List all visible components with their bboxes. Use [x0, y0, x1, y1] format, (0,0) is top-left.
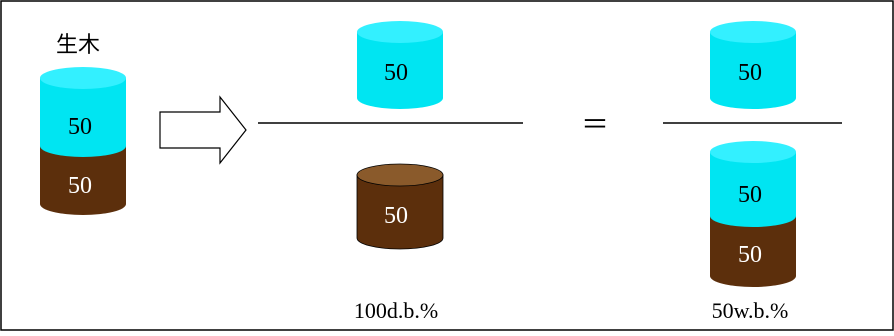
wet-numerator-top: [710, 21, 796, 43]
green-wood-cylinder: [40, 67, 126, 215]
equals-sign: ＝: [581, 110, 609, 141]
dry-numerator-top: [357, 21, 443, 43]
wet-numerator-value: 50: [738, 60, 762, 86]
right-arrow-icon: [159, 95, 247, 165]
dry-basis-numerator-cylinder: [357, 21, 443, 109]
wet-denominator-top: [710, 141, 796, 163]
dry-denominator-value: 50: [384, 203, 408, 229]
green-wood-top: [40, 67, 126, 89]
wet-denominator-water-value: 50: [738, 182, 762, 208]
dry-denominator-solid-part: [356, 174, 444, 250]
green-wood-water-value: 50: [68, 114, 92, 140]
dry-basis-denominator-cylinder: [356, 163, 444, 250]
green-wood-title: 生木: [56, 32, 100, 57]
dry-denominator-top: [356, 163, 444, 187]
wet-basis-denominator-cylinder: [710, 141, 796, 287]
wet-numerator-water-part: [710, 32, 796, 109]
green-wood-water-part: [40, 78, 126, 157]
wet-denominator-solid-part: [710, 216, 796, 287]
green-wood-solid-value: 50: [68, 173, 92, 199]
dry-numerator-value: 50: [384, 60, 408, 86]
wet-basis-numerator-cylinder: [710, 21, 796, 109]
wet-denominator-water-part: [710, 152, 796, 227]
dry-basis-result-label: 100d.b.%: [354, 298, 438, 323]
green-wood-solid-part: [40, 146, 126, 215]
wet-denominator-solid-value: 50: [738, 242, 762, 268]
dry-numerator-water-part: [357, 32, 443, 109]
wet-basis-result-label: 50w.b.%: [712, 298, 789, 323]
